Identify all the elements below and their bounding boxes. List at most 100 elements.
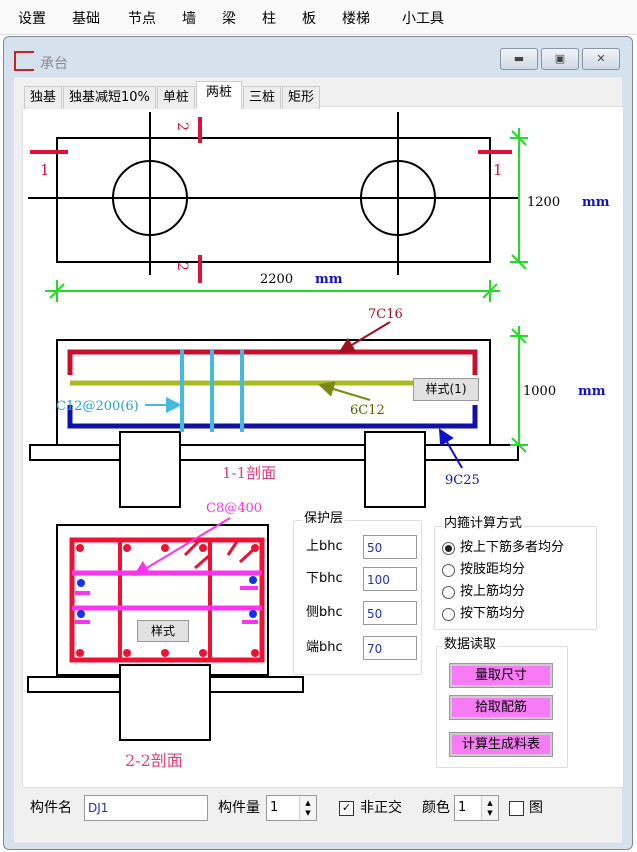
menu-tools[interactable]: 小工具 xyxy=(402,11,444,27)
tab-isolated-footing-reduced[interactable]: 独基减短10% xyxy=(63,86,156,109)
cover-group xyxy=(293,520,422,675)
tab-isolated-footing[interactable]: 独基 xyxy=(24,86,63,109)
stirrup-cross-leader xyxy=(133,517,231,577)
corner-rebars xyxy=(76,544,259,657)
radio-icon xyxy=(442,607,455,621)
plan-view: 1 1 2 2 1200 mm 2200 mm xyxy=(28,112,610,302)
color-value: 1 xyxy=(458,800,467,815)
radio-label: 按下筋均分 xyxy=(460,606,526,621)
section-label-1-left: 1 xyxy=(40,161,50,179)
picture-checkbox[interactable] xyxy=(509,800,524,816)
width-unit: mm xyxy=(315,272,343,287)
menu-column[interactable]: 柱 xyxy=(262,11,276,27)
tab-bar: 独基 独基减短10% 单桩 两桩 三桩 矩形 xyxy=(24,81,321,109)
style-button[interactable]: 样式 xyxy=(137,620,189,642)
section-label-1-right: 1 xyxy=(493,161,503,179)
radio-label: 按肢距均分 xyxy=(460,562,526,577)
radio-top-bar[interactable]: 按上筋均分 xyxy=(442,584,525,600)
tab-two-piles[interactable]: 两桩 xyxy=(195,81,242,109)
outer-stirrup xyxy=(69,537,265,663)
inner-stirrup-title: 内箍计算方式 xyxy=(442,516,525,532)
side-cover-input[interactable]: 50 xyxy=(363,601,417,625)
height-dimension xyxy=(510,128,528,270)
section-1-1: 7C16 6C12 C12@200(6) 9C25 1-1剖面 1000 mm xyxy=(29,307,606,508)
menu-slab[interactable]: 板 xyxy=(302,11,316,27)
pick-rebar-button[interactable]: 拾取配筋 xyxy=(449,695,553,720)
data-read-title: 数据读取 xyxy=(442,637,499,653)
pile-section-left xyxy=(119,431,181,508)
section-label-2-bottom: 2 xyxy=(174,262,190,271)
section-2-2-title: 2-2剖面 xyxy=(125,751,183,770)
section-height-dimension xyxy=(510,326,528,453)
menu-wall[interactable]: 墙 xyxy=(182,11,196,27)
hook-marks xyxy=(75,586,258,624)
radio-leg-spacing[interactable]: 按肢距均分 xyxy=(442,562,525,578)
menu-node[interactable]: 节点 xyxy=(128,11,156,27)
radio-selected-icon xyxy=(442,541,455,555)
section-height-unit: mm xyxy=(578,384,606,399)
top-cover-label: 上bhc xyxy=(306,539,343,554)
close-button[interactable]: ✕ xyxy=(582,48,620,70)
stepper-arrows-icon[interactable]: ▲▼ xyxy=(481,796,498,820)
section-1-1-title: 1-1剖面 xyxy=(222,464,276,482)
top-rebar xyxy=(67,349,478,375)
menu-beam[interactable]: 梁 xyxy=(222,11,236,27)
side-rebars xyxy=(77,576,257,618)
top-rebar-leader xyxy=(338,321,391,354)
measure-size-button[interactable]: 量取尺寸 xyxy=(449,663,553,688)
tab-single-pile[interactable]: 单桩 xyxy=(156,86,195,109)
menu-bar: 设置 基础 节点 墙 梁 柱 板 楼梯 小工具 xyxy=(0,0,637,35)
menu-settings[interactable]: 设置 xyxy=(18,11,46,27)
component-qty-label: 构件量 xyxy=(218,800,260,816)
section-height-value: 1000 xyxy=(523,384,556,399)
tab-three-piles[interactable]: 三桩 xyxy=(242,86,281,109)
bottom-bar: 构件名 DJ1 构件量 1▲▼ ✓ 非正交 颜色 1▲▼ 图 xyxy=(30,795,543,821)
style-1-button[interactable]: 样式(1) xyxy=(413,378,479,401)
component-qty-stepper[interactable]: 1 ▲▼ xyxy=(266,795,317,821)
stepper-arrows-icon[interactable]: ▲▼ xyxy=(299,796,316,820)
section-label-2-top: 2 xyxy=(174,122,190,131)
side-cover-label: 侧bhc xyxy=(306,605,343,620)
width-value: 2200 xyxy=(260,272,293,287)
top-cover-input[interactable]: 50 xyxy=(363,535,417,559)
top-rebar-label: 7C16 xyxy=(368,307,403,322)
radio-bottom-bar[interactable]: 按下筋均分 xyxy=(442,606,525,622)
maximize-button[interactable]: ▣ xyxy=(541,48,579,70)
picture-label: 图 xyxy=(529,800,543,816)
nonortho-checkbox[interactable]: ✓ xyxy=(339,800,354,816)
middle-rebar-label: 6C12 xyxy=(350,403,385,418)
radio-label: 按上下筋多者均分 xyxy=(460,540,565,555)
bottom-rebar-leader xyxy=(438,428,463,469)
menu-stairs[interactable]: 楼梯 xyxy=(342,11,370,27)
height-unit: mm xyxy=(582,195,610,210)
menu-foundation[interactable]: 基础 xyxy=(72,11,100,27)
minimize-button[interactable]: ▬ xyxy=(500,48,538,70)
window-title: 承台 xyxy=(40,56,68,72)
bottom-rebar xyxy=(67,405,478,429)
middle-rebar-leader xyxy=(318,381,371,401)
bottom-cover-input[interactable]: 100 xyxy=(363,567,417,591)
generate-schedule-button[interactable]: 计算生成料表 xyxy=(449,732,553,757)
qty-value: 1 xyxy=(270,800,279,815)
app-icon xyxy=(14,51,34,71)
bottom-rebar-label: 9C25 xyxy=(445,473,480,488)
cushion-layer xyxy=(29,444,519,461)
tab-rectangle[interactable]: 矩形 xyxy=(281,86,320,109)
data-read-group xyxy=(436,646,568,768)
end-cover-input[interactable]: 70 xyxy=(363,636,417,660)
radio-icon xyxy=(442,585,455,599)
color-stepper[interactable]: 1 ▲▼ xyxy=(454,795,499,821)
hatch-marks xyxy=(183,538,255,570)
pile-cross xyxy=(119,664,211,741)
width-dimension xyxy=(45,280,500,302)
radio-top-bottom-more[interactable]: 按上下筋多者均分 xyxy=(442,540,564,556)
height-value: 1200 xyxy=(527,195,560,210)
pile-left xyxy=(112,160,188,236)
bottom-cover-label: 下bhc xyxy=(306,571,343,586)
color-label: 颜色 xyxy=(422,800,450,816)
component-name-input[interactable]: DJ1 xyxy=(84,795,208,821)
cap-outline xyxy=(56,137,491,263)
radio-label: 按上筋均分 xyxy=(460,584,526,599)
stirrup-label: C12@200(6) xyxy=(56,399,139,414)
